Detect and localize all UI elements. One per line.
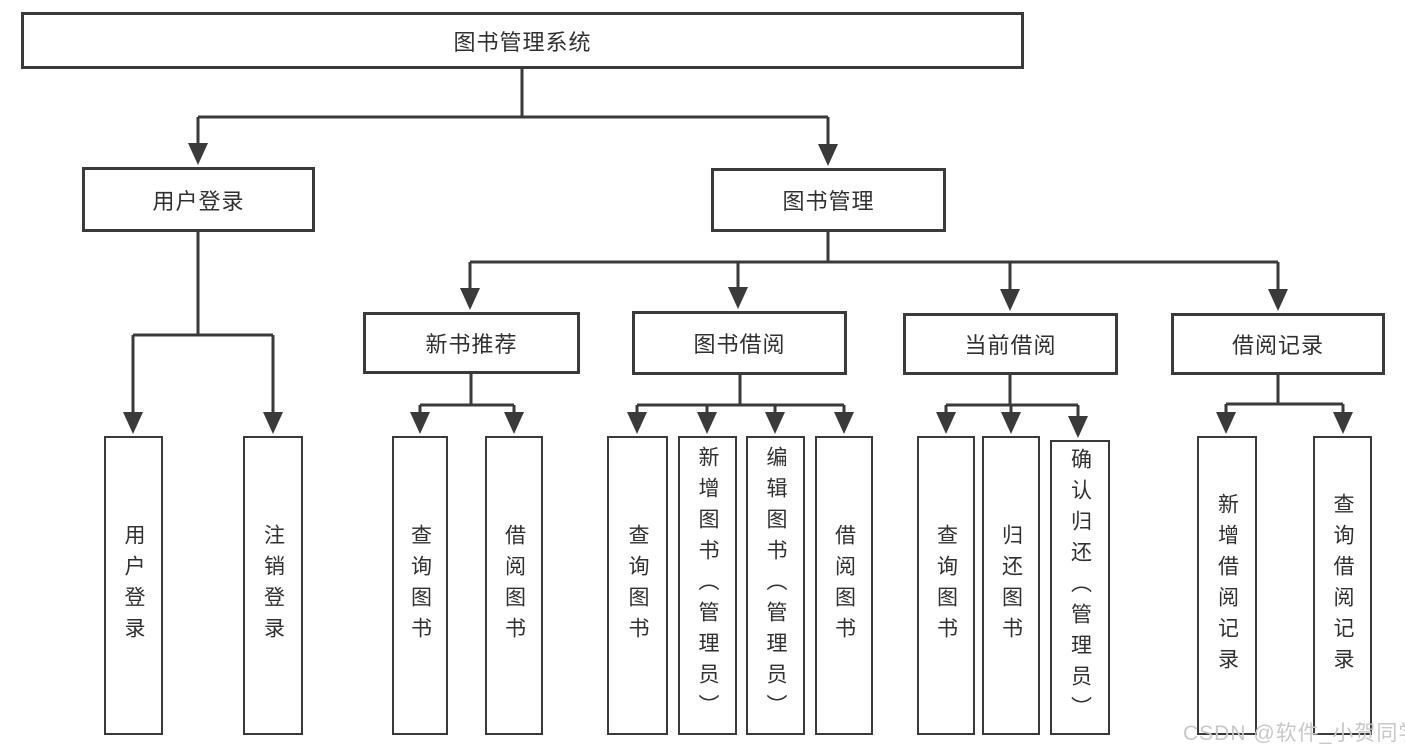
leaf-label: 查询借阅记录 [1331,492,1354,679]
node-book-management: 图书管理 [711,168,946,232]
leaf-label: 确认归还（管理员） [1068,448,1092,727]
arrow-down-icon [1000,289,1020,311]
arrow-down-icon [1001,412,1021,434]
arrow-down-icon [188,143,208,165]
leaf-current-return-books: 归还图书 [982,436,1040,735]
leaf-label: 新增图书（管理员） [696,446,719,725]
leaf-current-query-books: 查询图书 [917,436,975,735]
arrow-down-icon [834,412,854,434]
leaf-label: 查询图书 [408,523,432,648]
arrow-down-icon [1068,416,1088,438]
arrow-down-icon [627,412,647,434]
node-root-library-management-system: 图书管理系统 [21,12,1024,69]
connector-borrowing-leaves [635,375,846,416]
leaf-records-query-record: 查询借阅记录 [1313,436,1372,735]
leaf-records-add-record: 新增借阅记录 [1197,436,1257,735]
leaf-borrowing-add-books-admin: 新增图书（管理员） [678,436,737,735]
leaf-label: 用户登录 [122,523,145,648]
connector-bookmgmt-level3 [468,232,1280,293]
arrow-down-icon [697,412,717,434]
leaf-label: 注销登录 [261,523,285,648]
leaf-current-confirm-return-admin: 确认归还（管理员） [1050,440,1110,735]
connector-userlogin-leaves [131,232,275,416]
leaf-newrec-borrow-books: 借阅图书 [485,436,543,735]
arrow-down-icon [410,412,430,434]
leaf-logout: 注销登录 [243,436,303,735]
leaf-borrowing-edit-books-admin: 编辑图书（管理员） [746,436,805,735]
node-new-book-recommend: 新书推荐 [363,312,580,374]
arrow-down-icon [1216,412,1236,434]
leaf-label: 借阅图书 [502,523,526,648]
leaf-newrec-query-books: 查询图书 [392,436,448,735]
node-current-borrowing: 当前借阅 [903,313,1118,375]
leaf-label: 新增借阅记录 [1215,492,1239,679]
node-book-borrowing: 图书借阅 [632,311,847,375]
leaf-label: 借阅图书 [832,523,856,648]
leaf-borrowing-borrow-books: 借阅图书 [815,436,873,735]
connector-current-leaves [944,375,1080,420]
node-user-login: 用户登录 [82,167,315,232]
leaf-borrowing-query-books: 查询图书 [607,436,668,735]
connector-records-leaves [1224,375,1345,416]
csdn-watermark: CSDN @软件_小贺同学 [1183,722,1405,745]
connector-root-level2 [196,69,830,149]
leaf-label: 查询图书 [934,523,958,648]
arrow-down-icon [460,288,480,310]
arrow-down-icon [818,144,838,166]
leaf-label: 查询图书 [626,523,649,648]
arrow-down-icon [263,412,283,434]
connector-newrec-leaves [418,374,516,416]
leaf-user-login: 用户登录 [104,436,163,735]
leaf-label: 编辑图书（管理员） [764,446,787,725]
arrow-down-icon [1333,412,1353,434]
arrow-down-icon [123,412,143,434]
arrow-down-icon [504,412,524,434]
arrow-down-icon [936,412,956,434]
arrow-down-icon [765,412,785,434]
arrow-down-icon [728,287,748,309]
arrow-down-icon [1268,289,1288,311]
leaf-label: 归还图书 [999,523,1023,648]
node-borrowing-records: 借阅记录 [1171,313,1385,375]
